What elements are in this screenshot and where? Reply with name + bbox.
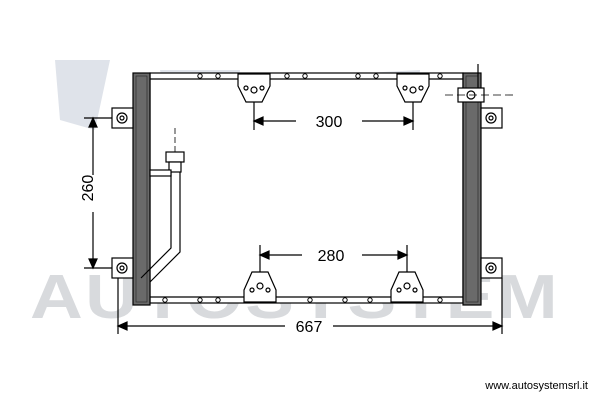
dimension-260-label: 260 (80, 175, 97, 202)
dimension-667 (116, 278, 504, 334)
dimension-300-label: 300 (316, 114, 343, 131)
dimension-667-label: 667 (296, 319, 323, 336)
condenser-core (149, 72, 464, 304)
website-url: www.autosystemsrl.it (485, 380, 588, 392)
left-mount-top (111, 107, 134, 129)
dimension-280-label: 280 (318, 248, 345, 265)
dimension-280 (258, 245, 409, 272)
right-mount-bottom (480, 257, 503, 279)
left-header-tank (132, 72, 151, 306)
left-outlet-pipe (140, 128, 185, 283)
bottom-bracket-right (390, 271, 424, 303)
right-mount-top (480, 107, 503, 129)
dimension-260 (84, 116, 112, 270)
top-bracket-left (237, 73, 271, 103)
top-rail-holes (197, 73, 443, 79)
right-inlet-fitting (445, 64, 515, 103)
top-bracket-right (396, 73, 430, 103)
left-mount-bottom (111, 257, 134, 279)
bottom-bracket-left (243, 271, 277, 303)
dimension-300 (252, 102, 415, 130)
bottom-rail-holes (162, 297, 443, 303)
right-header-tank (462, 72, 482, 306)
